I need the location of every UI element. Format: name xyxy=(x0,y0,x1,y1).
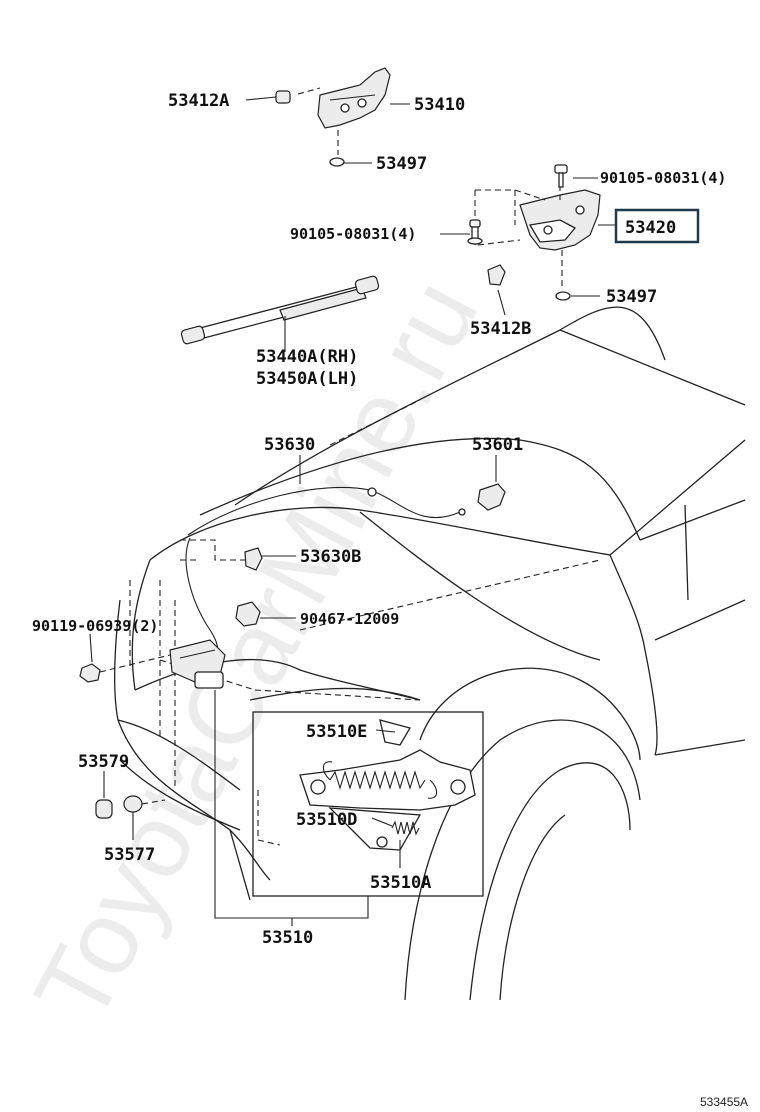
label-90119: 90119-06939(2) xyxy=(32,617,158,635)
figure-ref: 533455A xyxy=(700,1095,748,1109)
label-53497-right: 53497 xyxy=(606,287,657,307)
label-53410: 53410 xyxy=(414,95,465,115)
hinge-bushing-b xyxy=(487,264,506,286)
cable-clamp xyxy=(180,539,263,571)
label-53510: 53510 xyxy=(262,928,313,948)
label-90105-right: 90105-08031(4) xyxy=(600,169,726,187)
label-53630b: 53630B xyxy=(300,547,361,567)
clip-90467 xyxy=(235,601,261,627)
release-lever xyxy=(477,483,506,511)
cushion-53579 xyxy=(95,799,113,819)
label-53420: 53420 xyxy=(625,218,676,238)
hood-hinge-lh xyxy=(297,67,391,155)
label-53510e: 53510E xyxy=(306,722,367,742)
labels: 53412A 53410 53497 90105-08031(4) 90105-… xyxy=(32,91,748,1109)
label-53510d: 53510D xyxy=(296,810,357,830)
label-53630: 53630 xyxy=(264,435,315,455)
label-53601: 53601 xyxy=(472,435,523,455)
bolt-right xyxy=(554,164,568,188)
label-53412a: 53412A xyxy=(168,91,229,111)
washer-top xyxy=(329,157,345,167)
label-53497-top: 53497 xyxy=(376,154,427,174)
label-53450a: 53450A(LH) xyxy=(256,369,358,389)
label-53579: 53579 xyxy=(78,752,129,772)
bolt-90119 xyxy=(79,580,171,683)
lock-detail-plate xyxy=(299,719,476,851)
label-53440a: 53440A(RH) xyxy=(256,347,358,367)
hood-lock xyxy=(169,639,226,689)
hinge-bushing-a xyxy=(275,90,291,104)
car-body-outline xyxy=(114,306,746,1001)
label-53577: 53577 xyxy=(104,845,155,865)
hood-support-strut xyxy=(180,275,380,345)
highlight-box xyxy=(614,208,700,244)
washer-right xyxy=(555,291,571,301)
bolt-left xyxy=(467,219,483,245)
label-90467: 90467-12009 xyxy=(300,610,399,628)
label-90105-left: 90105-08031(4) xyxy=(290,225,416,243)
label-53412b: 53412B xyxy=(470,319,531,339)
label-53510a: 53510A xyxy=(370,873,431,893)
